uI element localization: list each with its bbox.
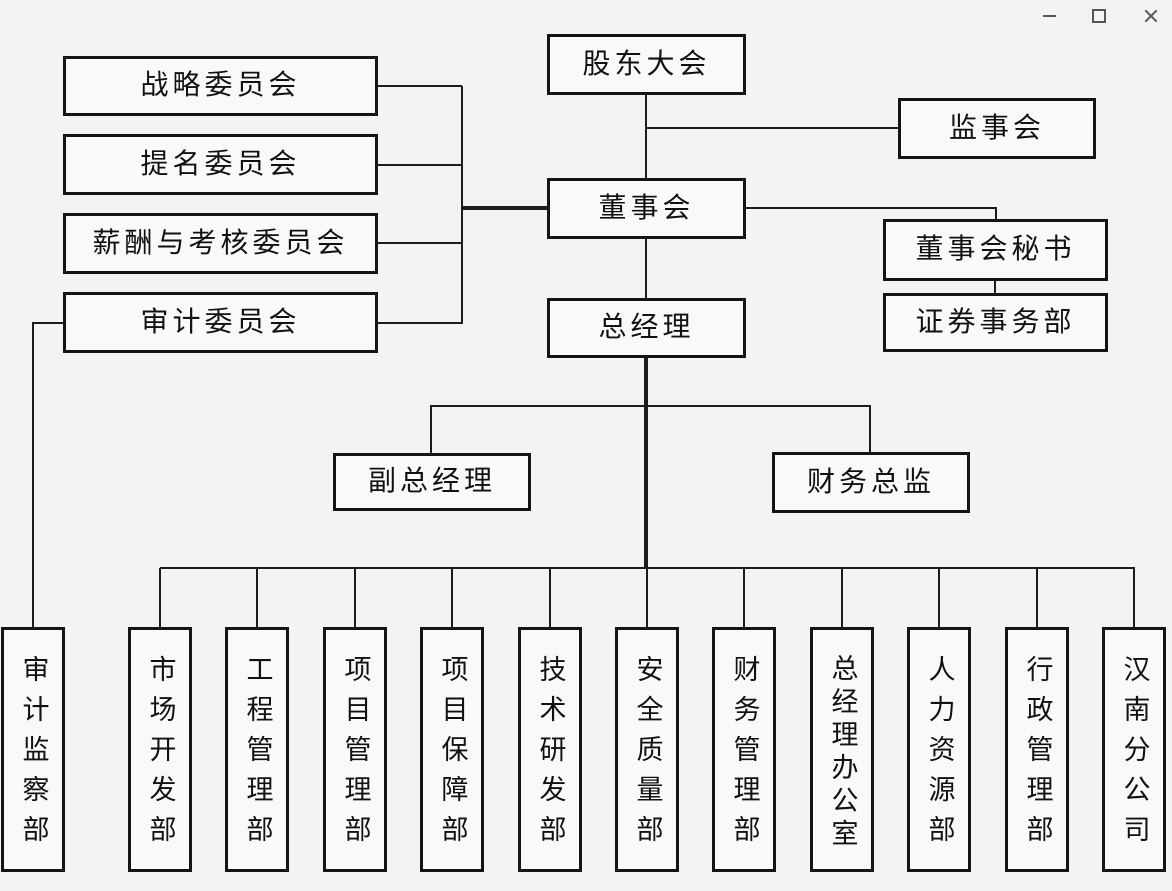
connector-deputy-drop [430, 405, 432, 453]
connector-secretary-securities [994, 281, 996, 293]
connector-cfo-drop [869, 405, 871, 452]
node-dept-technology-rd: 技术研发部 [518, 627, 582, 872]
connector-drop-engineering [256, 568, 258, 627]
connector-shareholders-board [645, 95, 647, 178]
connector-board-gm [645, 239, 647, 298]
connector-auditdept-v [32, 322, 34, 627]
node-dept-safety-quality: 安全质量部 [615, 627, 679, 872]
maximize-button[interactable] [1092, 9, 1106, 23]
connector-drop-hannan [1133, 568, 1135, 627]
connector-remuneration-stub [378, 242, 462, 244]
node-securities-affairs-dept: 证券事务部 [883, 293, 1108, 352]
connector-drop-admin [1036, 568, 1038, 627]
node-finance-director: 财务总监 [772, 452, 970, 513]
connector-deputy-cfo-branch [430, 405, 871, 407]
connector-committee-spine [461, 86, 463, 324]
connector-nomination-stub [378, 164, 462, 166]
node-dept-hannan-branch: 汉南分公司 [1102, 627, 1166, 872]
node-dept-engineering-management: 工程管理部 [225, 627, 289, 872]
connector-drop-projectmgmt [354, 568, 356, 627]
node-shareholders-meeting: 股东大会 [547, 34, 746, 95]
node-dept-market-development: 市场开发部 [128, 627, 192, 872]
connector-drop-finance [743, 568, 745, 627]
node-remuneration-committee: 薪酬与考核委员会 [63, 213, 378, 274]
maximize-icon [1092, 9, 1106, 23]
node-board-of-directors: 董事会 [547, 178, 746, 239]
connector-gm-trunk [644, 358, 648, 568]
connector-drop-safety [646, 568, 648, 627]
connector-secretary-v [995, 207, 997, 219]
connector-supervisory-branch [646, 127, 898, 129]
node-board-secretary: 董事会秘书 [883, 219, 1108, 281]
connector-drop-projectsupport [451, 568, 453, 627]
connector-strategy-stub [378, 85, 462, 87]
minimize-button[interactable] [1043, 9, 1057, 23]
node-supervisory-board: 监事会 [898, 98, 1096, 159]
node-dept-finance-management: 财务管理部 [712, 627, 776, 872]
node-dept-project-support: 项目保障部 [420, 627, 484, 872]
node-audit-committee: 审计委员会 [63, 292, 378, 353]
connector-auditdept-h [32, 322, 63, 324]
node-dept-audit-supervision: 审计监察部 [1, 627, 65, 872]
connector-drop-gmoffice [841, 568, 843, 627]
node-dept-admin-management: 行政管理部 [1005, 627, 1069, 872]
node-dept-project-management: 项目管理部 [323, 627, 387, 872]
node-strategy-committee: 战略委员会 [63, 56, 378, 116]
minimize-icon [1043, 15, 1056, 17]
node-nomination-committee: 提名委员会 [63, 134, 378, 195]
node-deputy-general-manager: 副总经理 [333, 453, 531, 511]
connector-committees-board [461, 206, 547, 210]
node-dept-gm-office: 总经理办公室 [810, 627, 874, 872]
connector-audit-stub [378, 322, 462, 324]
node-general-manager: 总经理 [547, 298, 746, 358]
node-dept-human-resources: 人力资源部 [907, 627, 971, 872]
connector-drop-hr [938, 568, 940, 627]
connector-drop-tech [549, 568, 551, 627]
connector-secretary-h [746, 207, 997, 209]
connector-drop-market [159, 568, 161, 627]
